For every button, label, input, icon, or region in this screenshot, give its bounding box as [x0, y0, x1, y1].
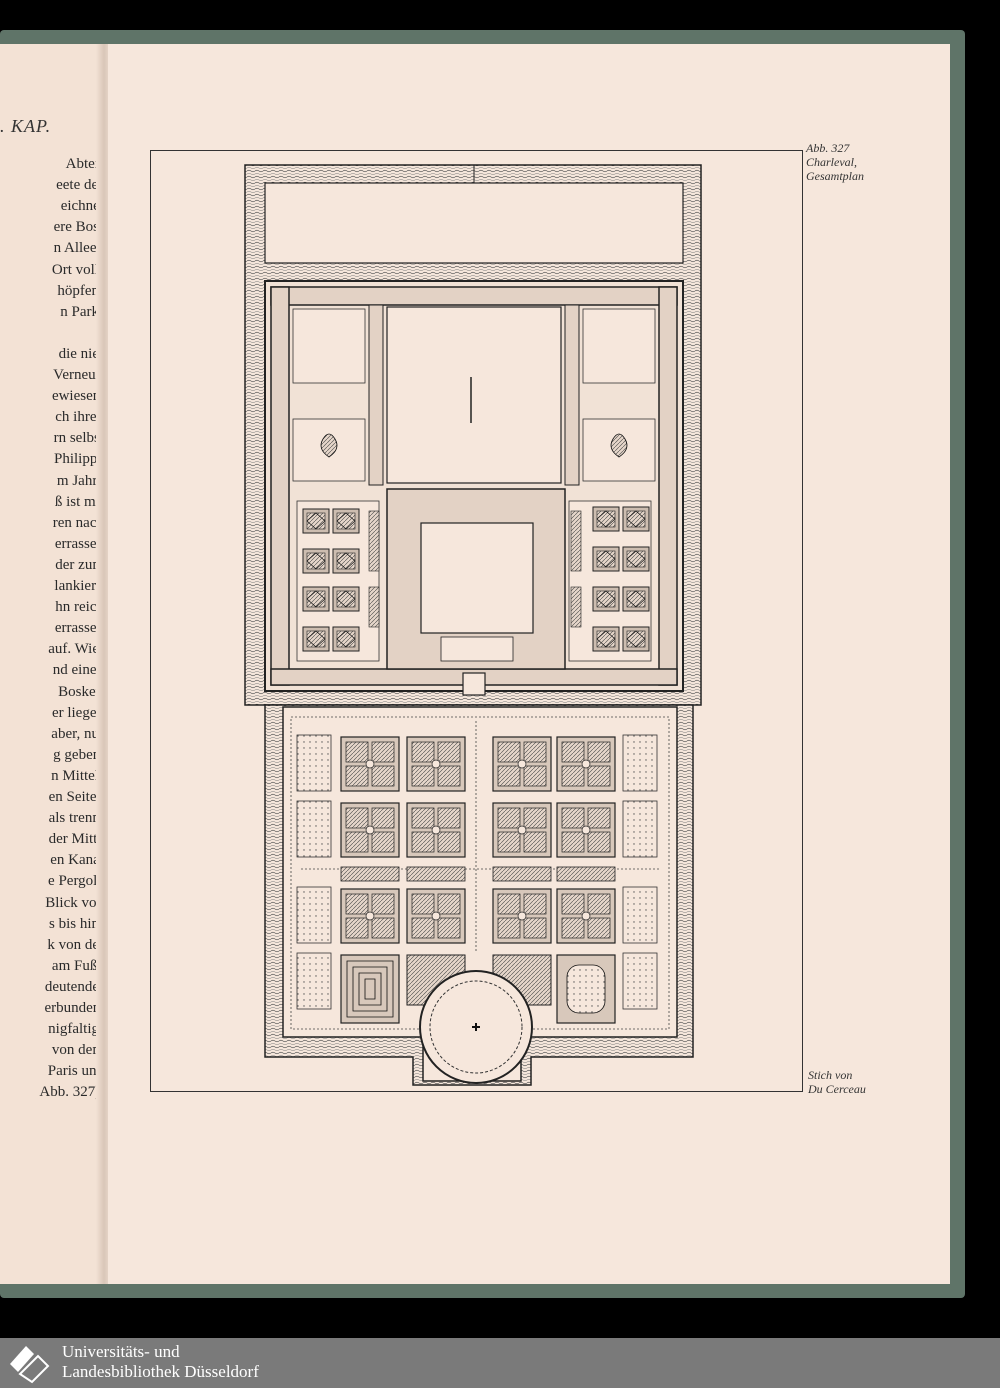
figure-credit: Stich von Du Cerceau	[808, 1068, 866, 1096]
left-page-line: m Jahre	[56, 472, 104, 489]
left-page-line: ren nach	[52, 514, 104, 531]
left-page-line: Abtei-	[65, 156, 104, 172]
left-page-line: ch ihren	[55, 409, 104, 426]
left-page-line: er liegen	[51, 704, 104, 721]
figure-number: Abb. 327	[806, 141, 850, 155]
left-page-line: Philippe	[53, 451, 104, 468]
left-page-line: en Kanal	[50, 852, 104, 869]
left-page-line: ere Bos-	[53, 219, 104, 236]
figure-caption: Abb. 327 Charleval, Gesamtplan	[806, 141, 864, 183]
left-page-line: eichnet	[60, 198, 104, 215]
library-name-line-2: Landesbibliothek Düsseldorf	[62, 1362, 259, 1381]
left-page-line: n Park-	[60, 303, 104, 320]
left-page-line: n Alleen	[53, 240, 104, 257]
left-page-line: nd einen	[52, 662, 104, 679]
left-page-line: errassen	[54, 535, 104, 552]
left-page-line: auf. Wie-	[48, 641, 104, 658]
library-logo-icon	[10, 1346, 50, 1384]
plan-figure	[150, 150, 803, 1092]
left-page-line: Abb. 327).	[39, 1084, 104, 1101]
left-page-line: rn selbst	[53, 430, 104, 447]
left-page-line: Boskett	[58, 683, 104, 700]
left-page-line: n Mittel-	[51, 767, 104, 784]
left-page-line: als trennt	[48, 810, 104, 827]
left-page-line: der zum	[55, 556, 104, 573]
left-page-line: ß ist mit	[54, 493, 104, 510]
left-page-line: g geben.	[53, 746, 104, 763]
figure-subtitle: Gesamtplan	[806, 169, 864, 183]
left-page-line: lankiert.	[54, 578, 104, 594]
left-page-line: nigfaltig-	[48, 1021, 104, 1038]
left-page: . KAP. Abtei-eete des eichnet ere Bos-n Al…	[0, 44, 104, 1284]
left-page-line: Ort voll-	[51, 261, 104, 278]
left-page-line: am Fuße	[51, 957, 104, 974]
library-footer: Universitäts- und Landesbibliothek Düsse…	[0, 1338, 1000, 1388]
left-page-line: deutender	[44, 978, 104, 995]
left-page-line: errassen	[54, 620, 104, 637]
left-page-line: Verneuil	[53, 367, 104, 383]
left-page-line: en Seiten	[48, 789, 104, 805]
left-page-line: der Mitte	[48, 831, 104, 848]
chapter-heading: . KAP.	[0, 116, 52, 136]
library-name-line-1: Universitäts- und	[62, 1342, 180, 1361]
left-page-line: hn reich	[55, 599, 104, 616]
credit-line-2: Du Cerceau	[808, 1082, 866, 1096]
left-page-line: Paris und	[47, 1063, 104, 1080]
left-page-line: höpfen-	[57, 282, 104, 299]
charleval-plan-drawing	[244, 164, 702, 1086]
left-page-line: s bis hin-	[48, 915, 104, 932]
left-page-line: von dem	[51, 1042, 104, 1059]
left-page-line: die nie-	[58, 345, 104, 362]
left-page-line: e Pergola	[48, 873, 104, 890]
figure-title: Charleval,	[806, 155, 857, 169]
left-page-line: Blick von	[45, 894, 104, 911]
left-page-line: k von der	[47, 936, 104, 953]
left-page-line: aber, nur	[51, 725, 104, 742]
left-page-line: ewiesen,	[51, 388, 104, 405]
credit-line-1: Stich von	[808, 1068, 853, 1082]
left-page-line: eete des	[56, 177, 104, 194]
left-page-line: erbunden.	[44, 1000, 104, 1016]
